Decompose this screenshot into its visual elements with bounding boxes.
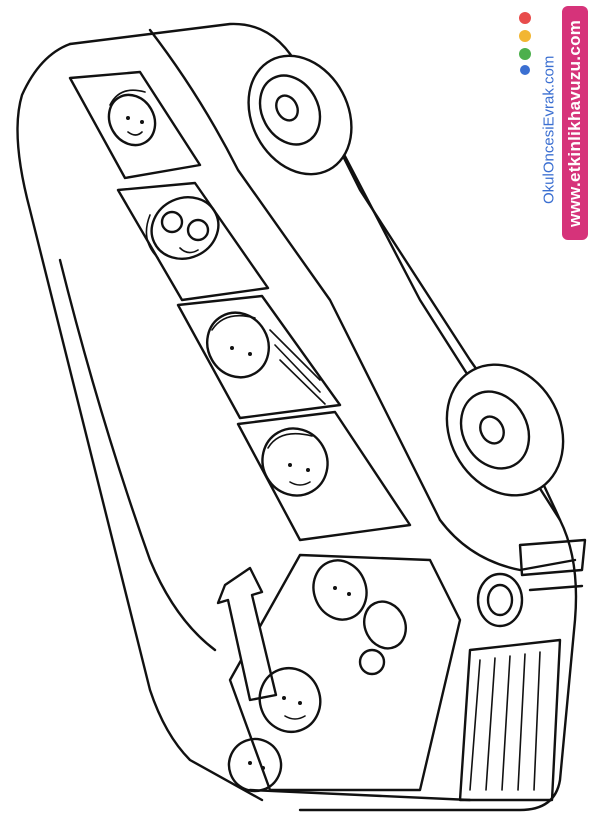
watermark-secondary-text: OkulOncesiEvrak.com (540, 55, 558, 205)
passenger-7 (227, 737, 283, 793)
kids-logo-icon (519, 12, 531, 75)
watermark-okuloncesi: OkulOncesiEvrak.com (540, 30, 558, 230)
passenger-3 (206, 311, 326, 405)
windows (68, 70, 412, 542)
windshield (216, 553, 462, 792)
bumper (518, 538, 587, 592)
passenger-1 (107, 89, 157, 147)
passenger-4 (261, 427, 329, 497)
headlight (476, 572, 524, 628)
wheel-middle (445, 363, 565, 497)
grille (458, 638, 562, 802)
passenger-5 (312, 559, 368, 621)
steering-wheel (358, 600, 407, 676)
wheel-top (247, 54, 353, 176)
passenger-6 (258, 667, 322, 733)
passenger-2 (145, 196, 220, 260)
watermark-etkinlikhavuzu: www.etkinlikhavuzu.com (562, 6, 588, 240)
watermark-primary-text: www.etkinlikhavuzu.com (565, 19, 584, 227)
